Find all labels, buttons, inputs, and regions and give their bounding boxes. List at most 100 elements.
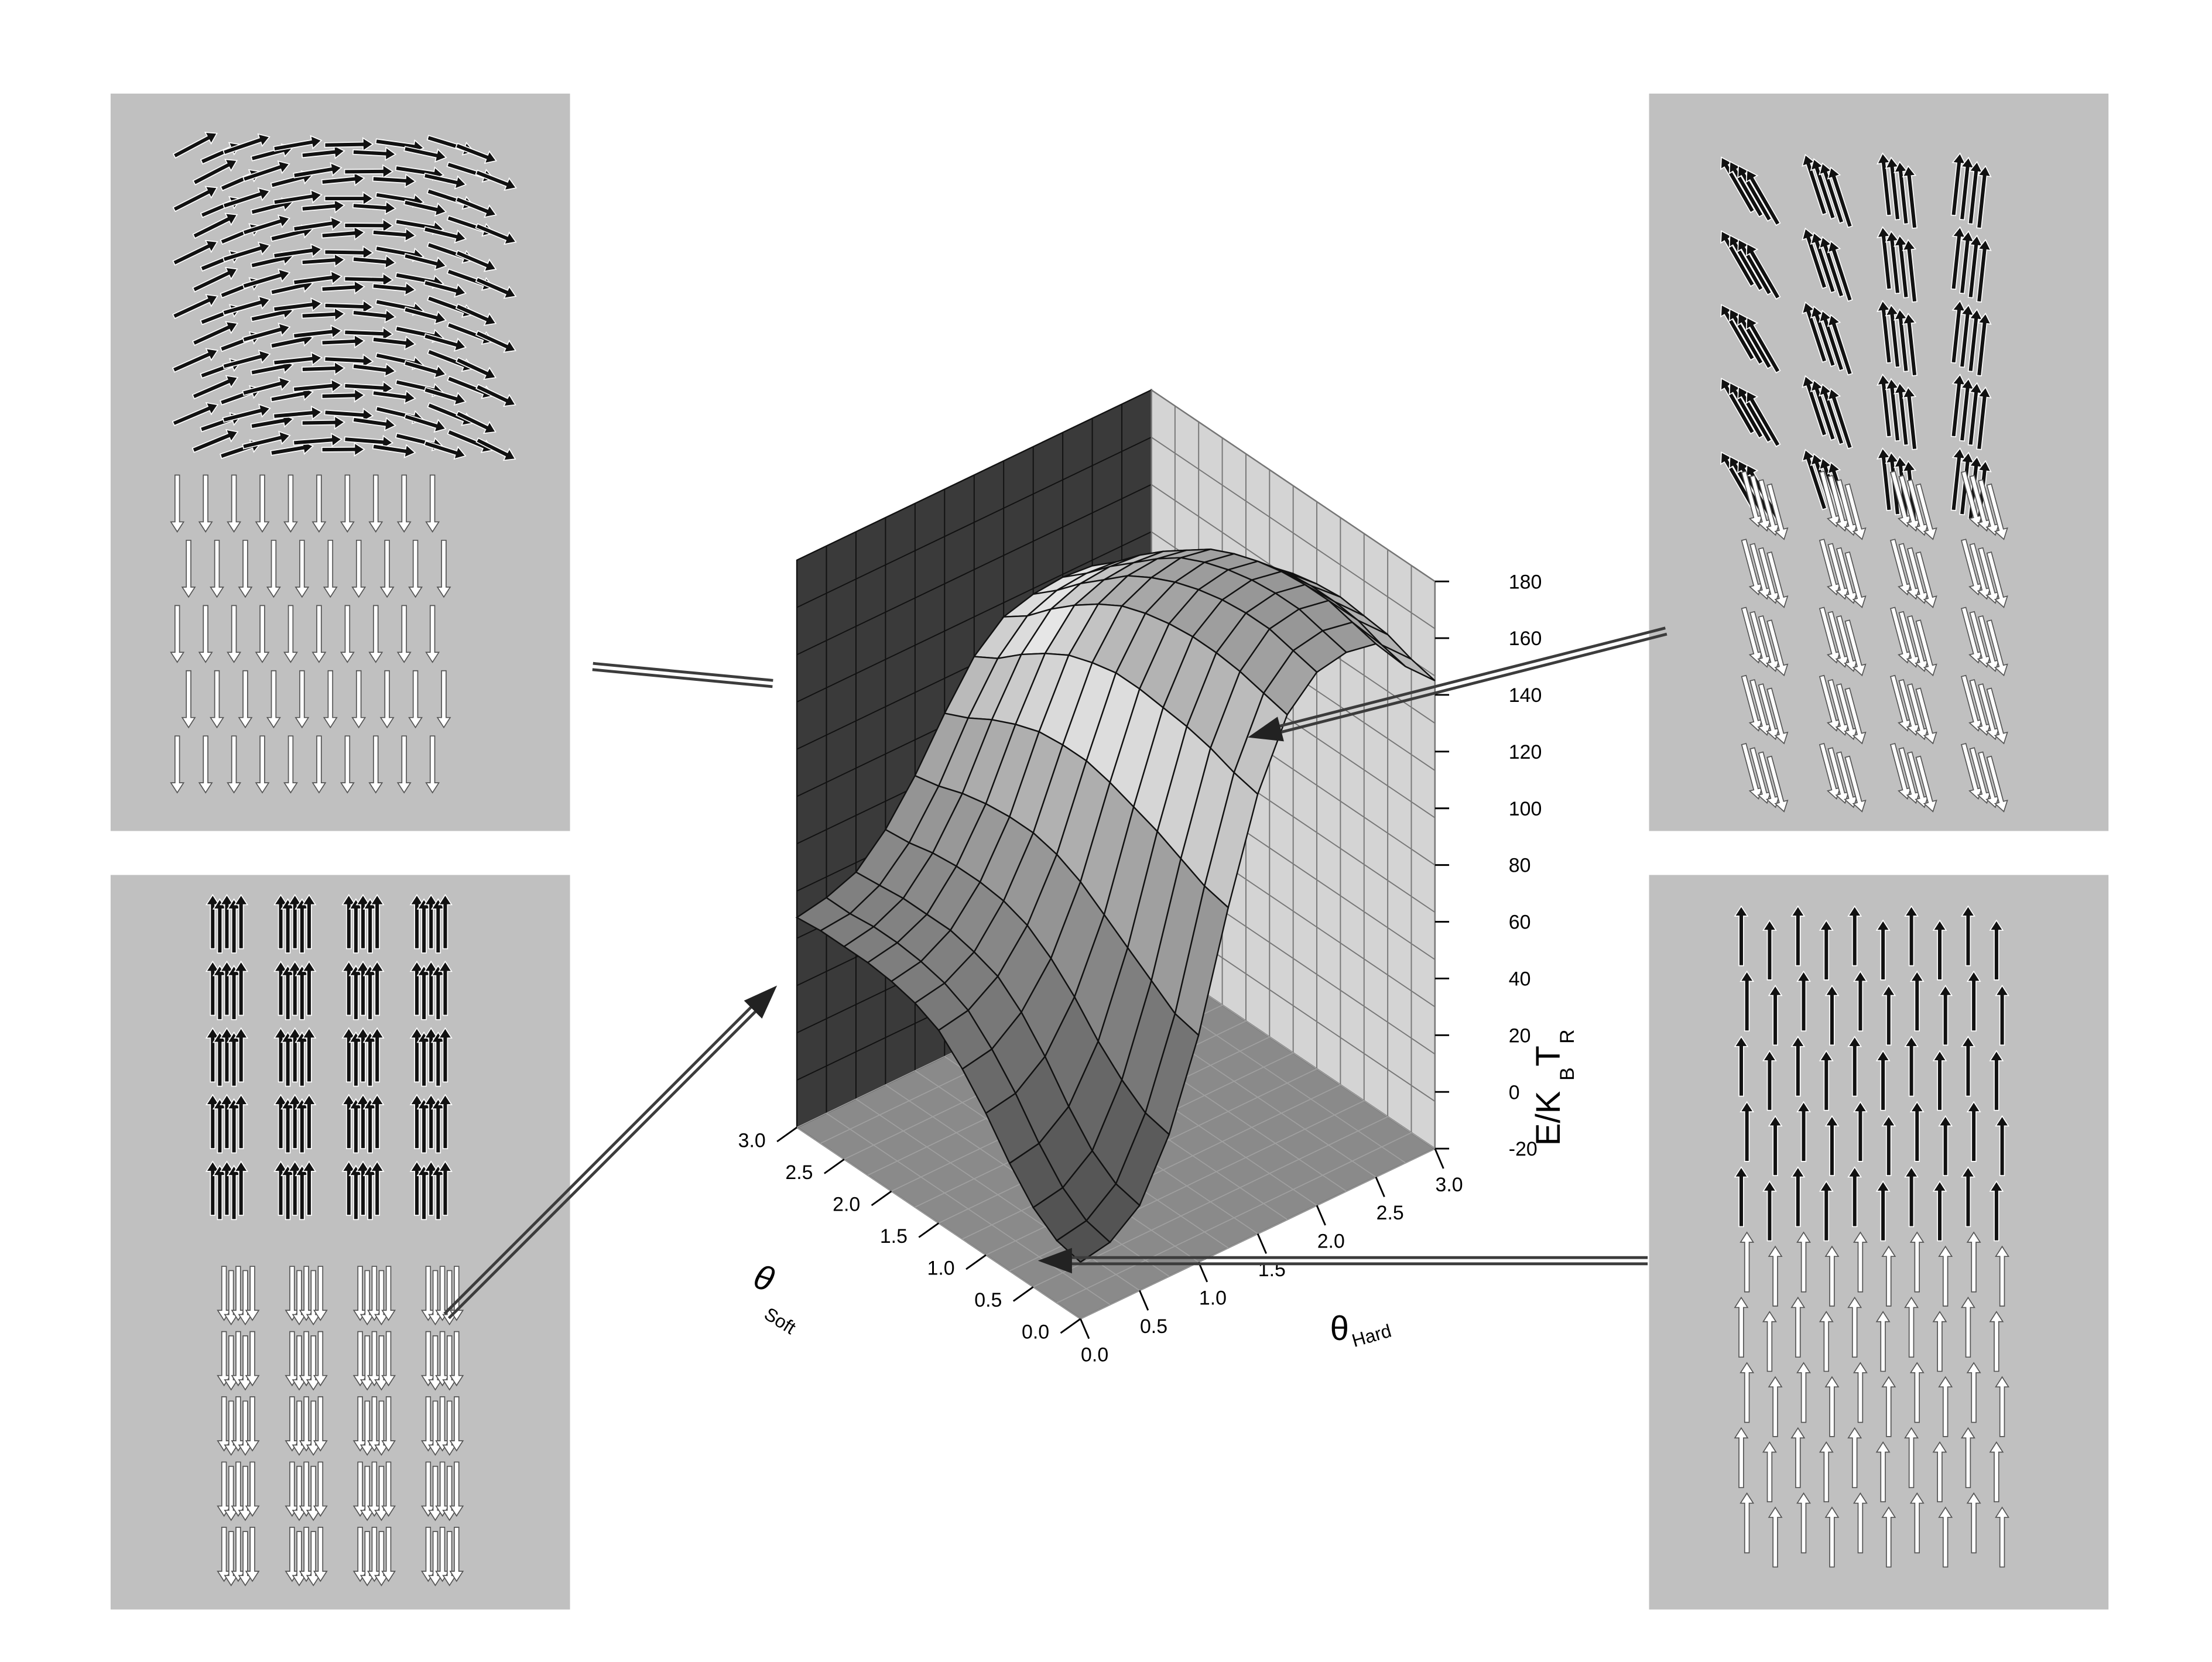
- spin-arrow: [430, 1164, 446, 1221]
- spin-arrow: [1885, 156, 1901, 221]
- spin-arrow: [436, 540, 451, 598]
- spin-arrow: [1740, 1362, 1755, 1423]
- spin-arrow: [437, 960, 453, 1016]
- spin-arrow: [1758, 615, 1780, 673]
- spin-arrow: [348, 1164, 364, 1221]
- spin-arrow: [362, 1164, 378, 1221]
- spin-arrow: [1853, 1101, 1868, 1162]
- spin-arrow: [1966, 970, 1981, 1032]
- spin-arrow: [1875, 1180, 1891, 1242]
- spin-arrow: [1967, 160, 1984, 225]
- z-tick-label: 20: [1509, 1024, 1531, 1047]
- spin-arrow: [1819, 310, 1845, 372]
- spin-arrow: [1950, 226, 1967, 290]
- spin-arrow: [423, 333, 467, 352]
- spin-arrow: [372, 282, 416, 296]
- spin-arrow: [1819, 1050, 1834, 1111]
- spin-arrow: [359, 1335, 375, 1391]
- spin-arrow: [428, 1465, 443, 1521]
- spin-arrow: [369, 1094, 385, 1149]
- x-axis-symbol: θ: [749, 1257, 779, 1300]
- spin-arrow: [227, 1098, 242, 1154]
- spin-arrow: [403, 253, 447, 271]
- spin-arrow: [1898, 543, 1920, 600]
- spin-arrow: [224, 1400, 239, 1456]
- x-tick: [918, 1222, 940, 1238]
- spin-arrow: [403, 359, 447, 379]
- spin-arrow: [1904, 1427, 1919, 1488]
- spin-arrow: [1978, 479, 2000, 536]
- spin-arrow: [283, 474, 298, 533]
- y-tick-label: 0.5: [1140, 1315, 1167, 1338]
- spin-arrow: [1915, 755, 1937, 813]
- inset-panel: [1649, 93, 2109, 831]
- connector-line: [1278, 632, 1667, 735]
- grid-line: [796, 437, 1152, 608]
- spin-arrow: [1989, 1050, 2004, 1111]
- spin-arrow: [1819, 383, 1845, 446]
- spin-arrow: [212, 965, 227, 1020]
- spin-arrow: [442, 1335, 457, 1391]
- spin-arrow: [351, 670, 367, 729]
- spin-arrow: [301, 415, 346, 430]
- spin-arrow: [348, 965, 364, 1020]
- spin-arrow: [242, 160, 290, 182]
- spin-arrow: [255, 474, 270, 533]
- spin-arrow: [1749, 475, 1772, 532]
- spin-arrow: [449, 1266, 464, 1321]
- spin-arrow: [191, 429, 239, 453]
- spin-arrow: [1802, 153, 1828, 215]
- spin-arrow: [1844, 755, 1867, 813]
- spin-arrow: [1853, 970, 1868, 1032]
- spin-arrow: [1745, 390, 1781, 447]
- spin-arrow: [1819, 1441, 1834, 1503]
- spin-arrow: [416, 1164, 432, 1221]
- spin-arrow: [1847, 1296, 1862, 1358]
- spin-arrow: [455, 196, 497, 218]
- spin-arrow: [266, 540, 281, 598]
- spin-arrow: [1758, 751, 1780, 808]
- z-tick-label: 140: [1509, 684, 1542, 707]
- spin-arrow: [475, 437, 516, 461]
- spin-arrow: [1745, 243, 1781, 300]
- z-tick-label: 80: [1509, 855, 1531, 877]
- spin-arrow: [362, 965, 378, 1020]
- spin-arrow: [379, 540, 395, 598]
- spin-arrow: [1885, 378, 1901, 442]
- spin-arrow: [1959, 156, 1975, 221]
- spin-arrow: [1961, 470, 1983, 527]
- spin-arrow: [403, 146, 447, 163]
- spin-arrow: [242, 268, 291, 289]
- spin-arrow: [1969, 611, 1991, 668]
- spin-arrow: [1893, 382, 1909, 446]
- spin-arrow: [1875, 1311, 1891, 1372]
- spin-arrow: [1889, 470, 1912, 527]
- spin-arrow: [344, 381, 394, 396]
- spin-arrow: [224, 1270, 239, 1326]
- spin-arrow: [212, 898, 227, 954]
- y-tick-label: 1.5: [1258, 1259, 1286, 1281]
- spin-arrow: [227, 735, 242, 794]
- spin-arrow: [374, 1270, 389, 1326]
- spin-arrow: [1827, 240, 1853, 302]
- spin-arrow: [227, 1031, 242, 1087]
- spin-arrow: [344, 218, 394, 233]
- spin-arrow: [1902, 386, 1917, 450]
- spin-arrows: [1734, 905, 2010, 1568]
- spin-arrow: [1768, 1115, 1783, 1176]
- spin-arrow: [1847, 905, 1862, 967]
- spin-arrow: [242, 376, 291, 396]
- connector-line: [447, 1009, 758, 1320]
- spin-arrow: [222, 133, 270, 156]
- spin-arrow: [293, 433, 343, 447]
- spin-arrow: [430, 1098, 446, 1154]
- spin-arrow: [1978, 751, 2000, 808]
- spin-arrow: [306, 1531, 321, 1586]
- spin-arrow: [436, 670, 451, 729]
- spin-arrow: [430, 898, 446, 954]
- spin-arrow: [1802, 375, 1828, 437]
- spin-arrow: [1790, 1296, 1806, 1358]
- spin-arrow: [408, 670, 423, 729]
- spin-arrow: [1876, 300, 1892, 364]
- spin-arrow: [283, 735, 298, 794]
